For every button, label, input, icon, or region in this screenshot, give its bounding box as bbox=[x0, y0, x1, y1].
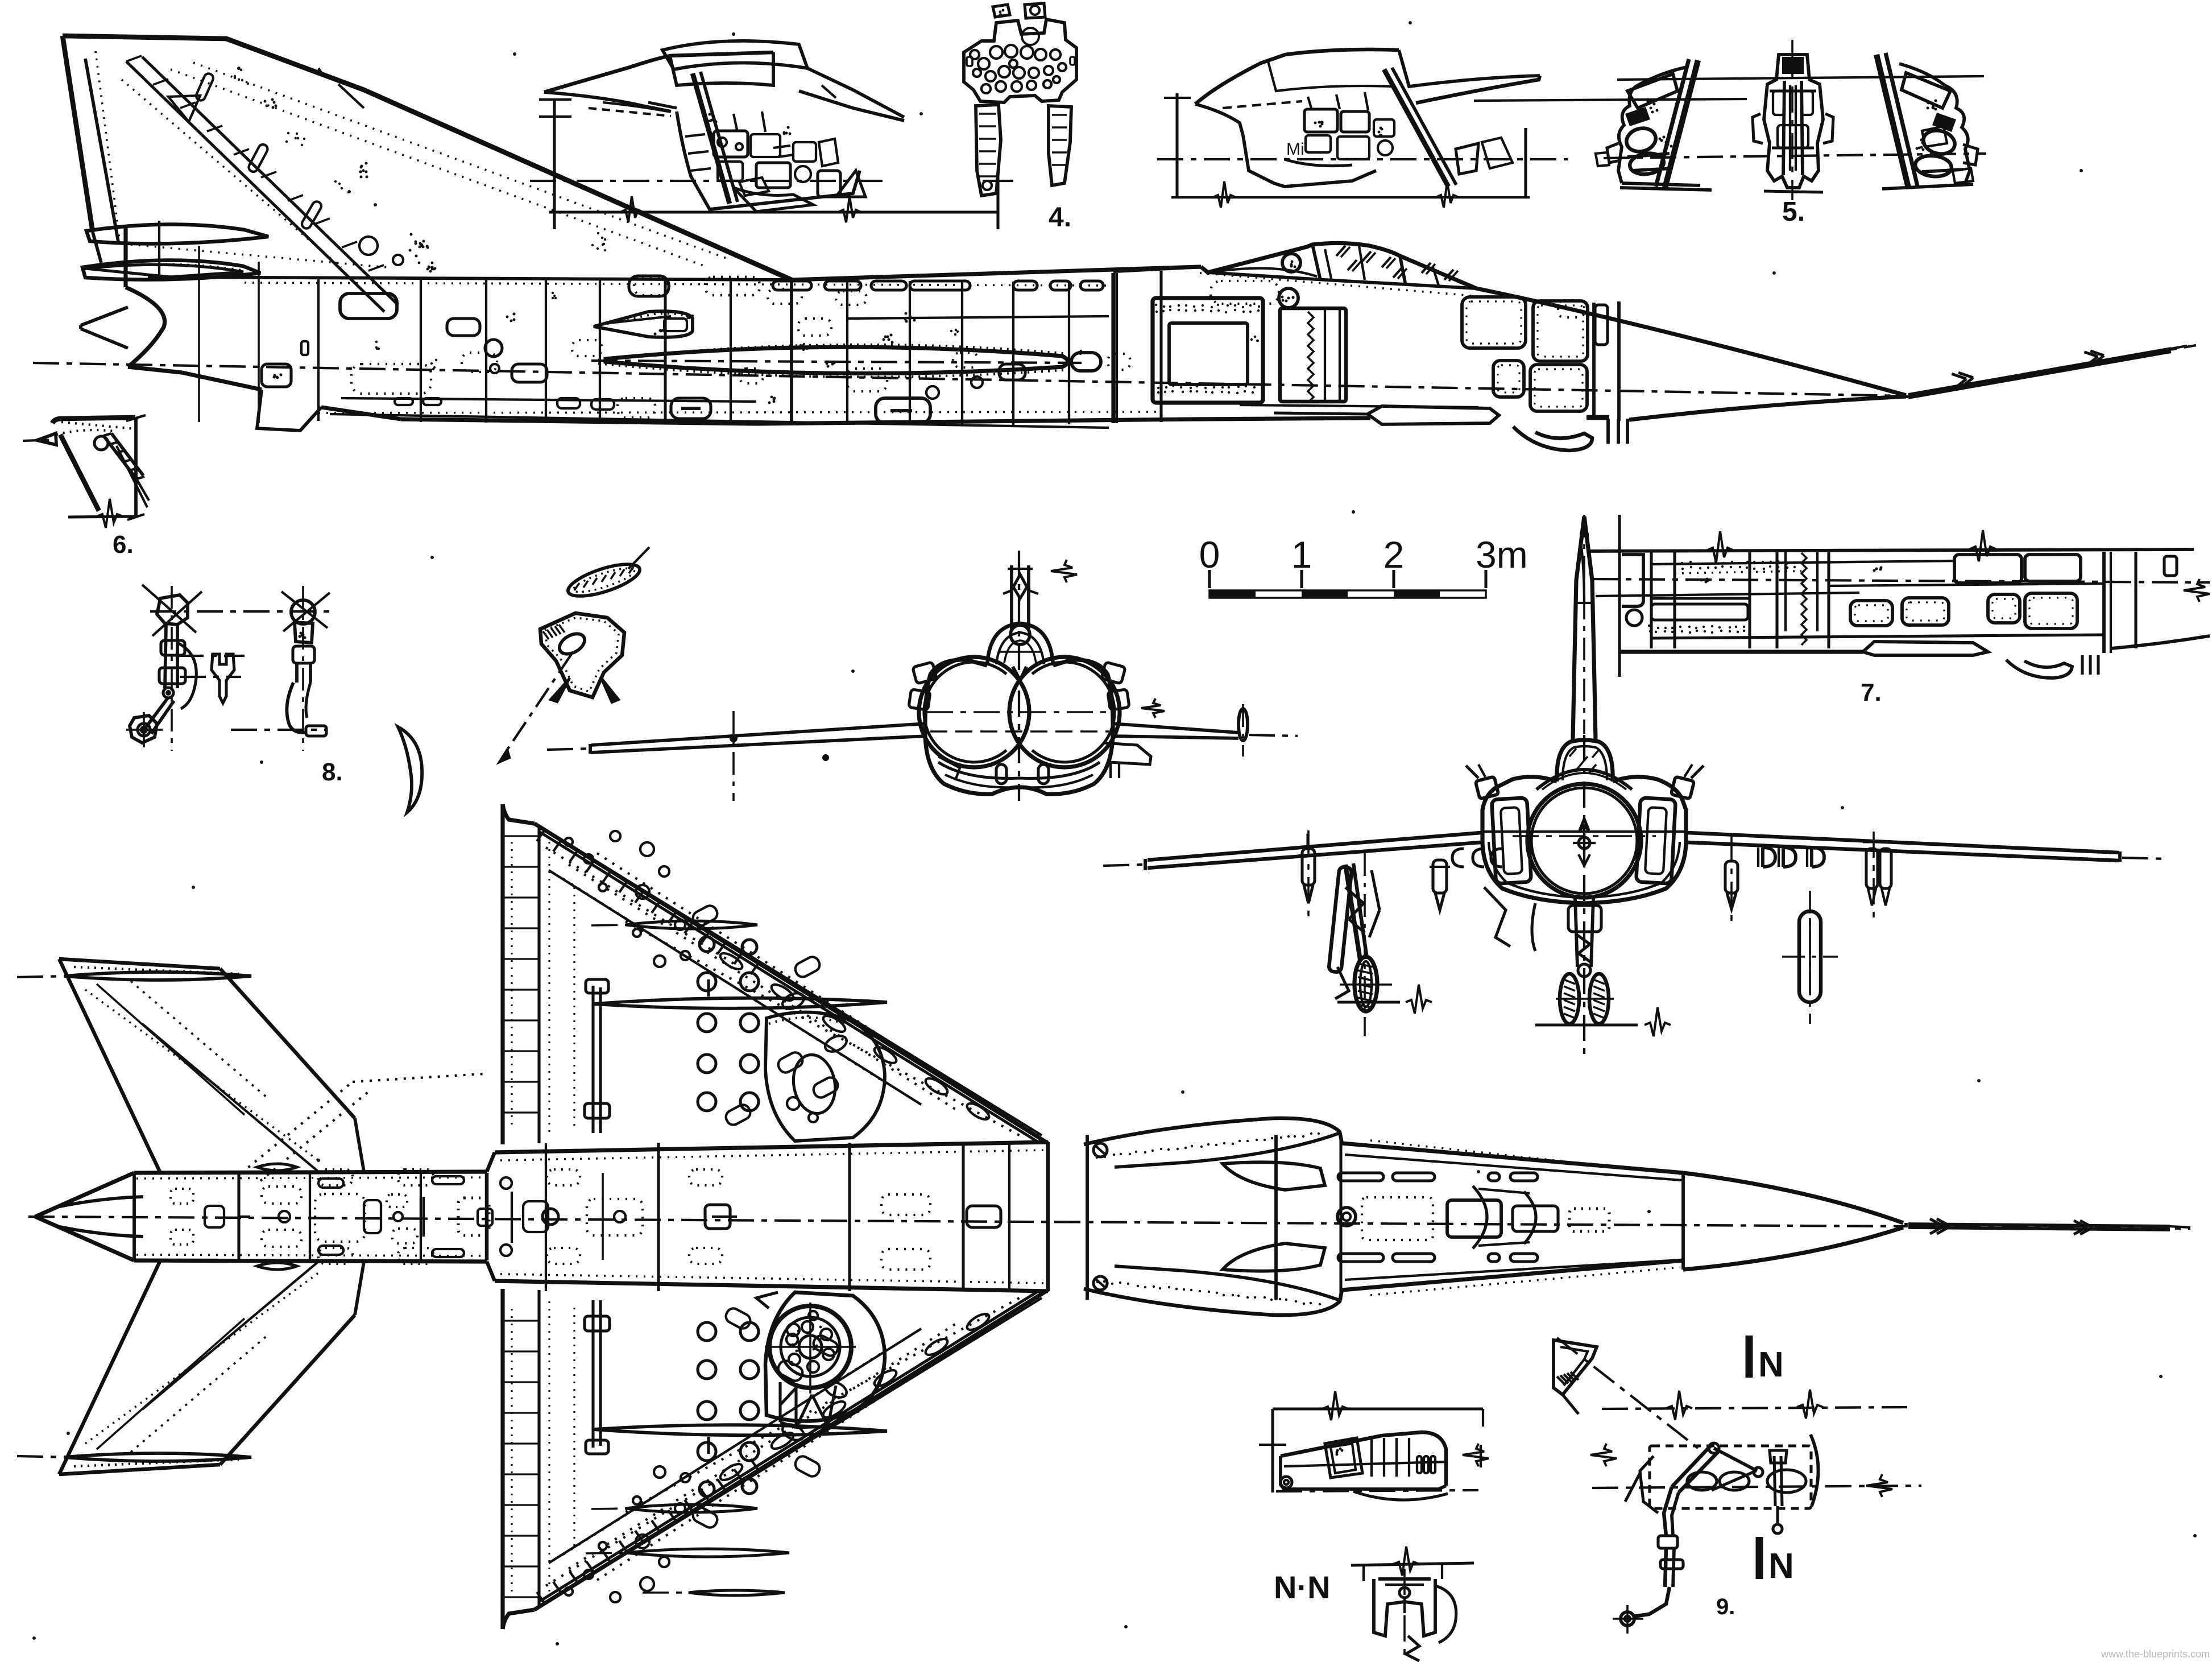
svg-text:1: 1 bbox=[1291, 534, 1312, 576]
svg-text:5.: 5. bbox=[1782, 197, 1805, 227]
svg-text:2: 2 bbox=[1383, 534, 1405, 576]
svg-text:9.: 9. bbox=[1716, 1594, 1735, 1619]
svg-text:3m: 3m bbox=[1476, 534, 1528, 576]
svg-text:Mi: Mi bbox=[1286, 140, 1304, 159]
svg-text:N: N bbox=[1758, 1345, 1784, 1384]
svg-text:www.the-blueprints.com: www.the-blueprints.com bbox=[2101, 1648, 2210, 1660]
svg-text:0: 0 bbox=[1199, 534, 1220, 576]
svg-text:6.: 6. bbox=[113, 531, 134, 559]
svg-text:N·N: N·N bbox=[1274, 1569, 1331, 1605]
svg-text:N: N bbox=[1768, 1547, 1794, 1586]
svg-text:7.: 7. bbox=[1861, 679, 1882, 706]
svg-text:8.: 8. bbox=[322, 758, 343, 786]
svg-text:4.: 4. bbox=[1049, 202, 1071, 233]
